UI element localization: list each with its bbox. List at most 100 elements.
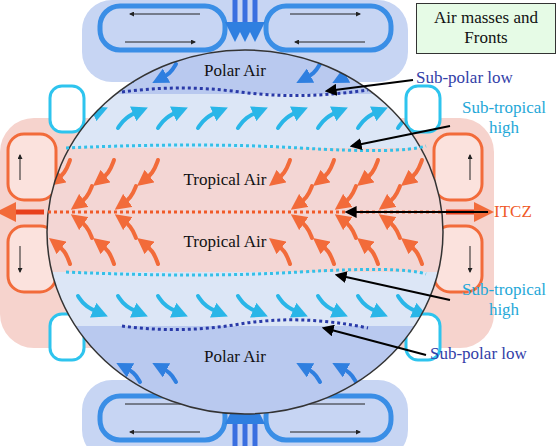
wind-arrow [302,366,320,382]
wind-arrow [118,110,142,128]
wind-arrows [54,64,422,382]
drawing-part [40,40,460,94]
wind-arrow [318,110,342,128]
drawing-part [347,211,488,213]
wind-arrow [296,186,312,206]
globe-outline [47,50,443,414]
wind-arrow [238,296,262,314]
drawing-part [20,155,21,180]
drawing-part [253,412,258,446]
wind-arrow [278,110,302,128]
wind-arrow [120,186,136,206]
wind-arrow [76,218,92,238]
wind-arrow [98,242,114,264]
cell-flow-arrows [20,14,470,432]
drawing-part [130,14,200,15]
drawing-part [122,320,368,330]
pressure-lines [48,88,442,330]
leader-arrows [324,80,488,355]
drawing-part [434,134,482,200]
wind-arrow [238,110,262,128]
wind-arrow [398,296,422,314]
drawing-part [40,94,460,148]
air-mass-label: Polar Air [195,347,275,367]
drawing-part [352,126,450,146]
pressure-label: Sub-tropical high [452,280,556,319]
pressure-label: Sub-polar low [416,68,556,88]
wind-arrow [362,160,378,182]
drawing-part [125,42,195,43]
wind-arrow [340,218,356,238]
wind-arrow [198,296,222,314]
wind-arrow [384,186,400,206]
wind-arrow [406,160,422,182]
drawing-part [295,42,365,43]
wind-arrow [122,366,140,382]
drawing-part [122,88,368,96]
drawing-part [20,246,21,272]
drawing-part [290,14,360,15]
drawing-part [470,246,471,272]
wind-arrow [358,110,382,128]
drawing-part [266,6,391,50]
drawing-part [243,412,248,446]
title-box: Air masses and Fronts [416,3,556,54]
drawing-part [130,432,200,433]
wind-arrow [274,160,290,182]
drawing-part [337,275,450,300]
wind-arrow [158,110,182,128]
wind-arrow [302,64,320,80]
wind-arrow [142,160,158,182]
pressure-label: Sub-polar low [430,344,556,364]
drawing-part [100,6,225,50]
drawing-part [327,80,413,91]
tropical-halo [0,118,494,348]
wind-arrow [158,366,176,382]
wind-arrow [318,296,342,314]
wind-arrow [406,242,422,264]
polar-halo [82,0,408,82]
drawing-part [8,134,56,200]
wind-arrow [318,242,334,264]
wind-arrow [118,296,142,314]
wind-arrow [76,186,92,206]
wind-arrow [78,296,102,314]
drawing-part [66,269,426,275]
wind-arrow [318,160,334,182]
drawing-part [66,145,426,151]
drawing-part [406,86,440,132]
air-mass-label: Tropical Air [175,170,275,190]
wind-arrow [278,296,302,314]
pressure-label: Sub-tropical high [452,98,556,137]
drawing-part [50,86,84,132]
wind-arrow [98,160,114,182]
itcz-label: ITCZ [494,202,554,222]
drawing-part [40,148,460,272]
globe-zones [40,40,460,426]
wind-arrow [296,218,312,238]
wind-arrow [158,296,182,314]
drawing-part [40,272,460,326]
drawing-part [4,210,44,215]
wind-arrow [362,242,378,264]
air-mass-label: Tropical Air [175,232,275,252]
wind-arrow [122,64,140,80]
wind-arrow [340,186,356,206]
wind-arrow [120,218,136,238]
wind-arrow [338,366,356,382]
wind-arrow [158,64,176,80]
drawing-part [233,0,238,34]
drawing-part [253,0,258,34]
drawing-part [40,326,460,426]
drawing-part [233,412,238,446]
drawing-part [470,155,471,180]
wind-arrow [398,110,422,128]
drawing-part [324,328,426,355]
wind-arrow [54,242,70,264]
air-mass-label: Polar Air [195,61,275,81]
wind-arrow [358,296,382,314]
drawing-part [290,432,360,433]
drawing-part [243,0,248,34]
